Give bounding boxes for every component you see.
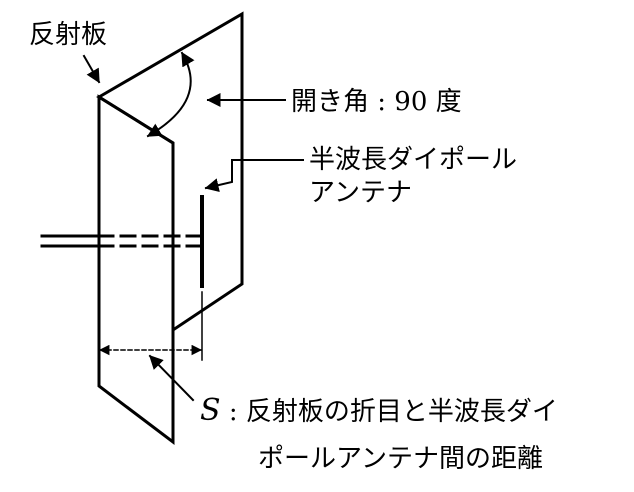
reflector-label: 反射板 [29, 20, 107, 50]
distance-label-line2: ポールアンテナ間の距離 [258, 444, 543, 474]
dipole-leader [204, 159, 304, 192]
reflector-panel-left [97, 94, 175, 446]
dipole-label-line1: 半波長ダイポール [309, 145, 517, 175]
distance-symbol: S [200, 393, 221, 428]
distance-leader [148, 354, 195, 402]
distance-dimension [98, 291, 203, 361]
distance-label-line1: S : 反射板の折目と半波長ダイ [200, 393, 558, 428]
half-wave-dipole [188, 195, 204, 288]
distance-description-1: : 反射板の折目と半波長ダイ [221, 397, 558, 427]
opening-angle-label: 開き角 : 90 度 [291, 87, 462, 117]
reflector-panel-right [96, 11, 244, 333]
opening-angle-arc [146, 51, 195, 138]
dipole-label-line2: アンテナ [309, 178, 412, 208]
reflector-leader [82, 54, 101, 84]
feed-line [40, 234, 192, 248]
